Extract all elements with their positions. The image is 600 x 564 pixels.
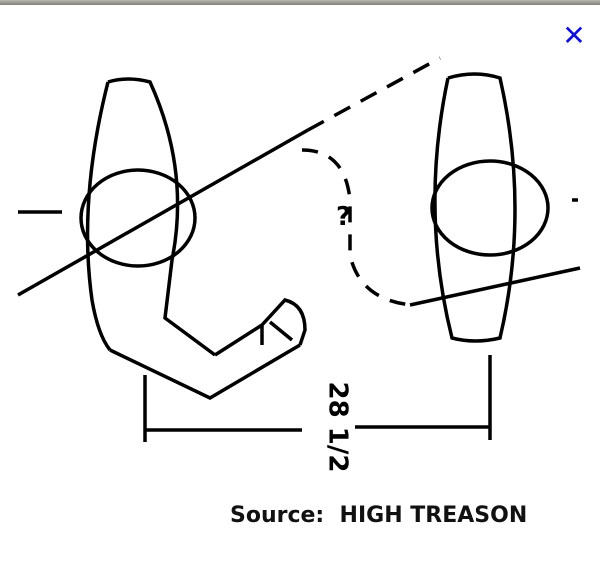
left-figure-body [85, 77, 301, 400]
close-icon[interactable]: ✕ [562, 19, 586, 52]
left-sight-line-dashed [307, 56, 441, 132]
right-sight-line [409, 266, 581, 307]
right-figure-head [430, 159, 550, 257]
left-sight-line [17, 128, 309, 297]
right-figure-body [433, 72, 517, 343]
window-top-border [0, 0, 600, 5]
left-figure-head [79, 168, 197, 268]
source-caption: Source: HIGH TREASON [230, 503, 528, 528]
dashed-trajectory [301, 148, 413, 307]
question-mark: ? [336, 202, 351, 232]
left-figure-hand [214, 298, 307, 357]
dimension-label: 28 1/2 [322, 381, 353, 473]
